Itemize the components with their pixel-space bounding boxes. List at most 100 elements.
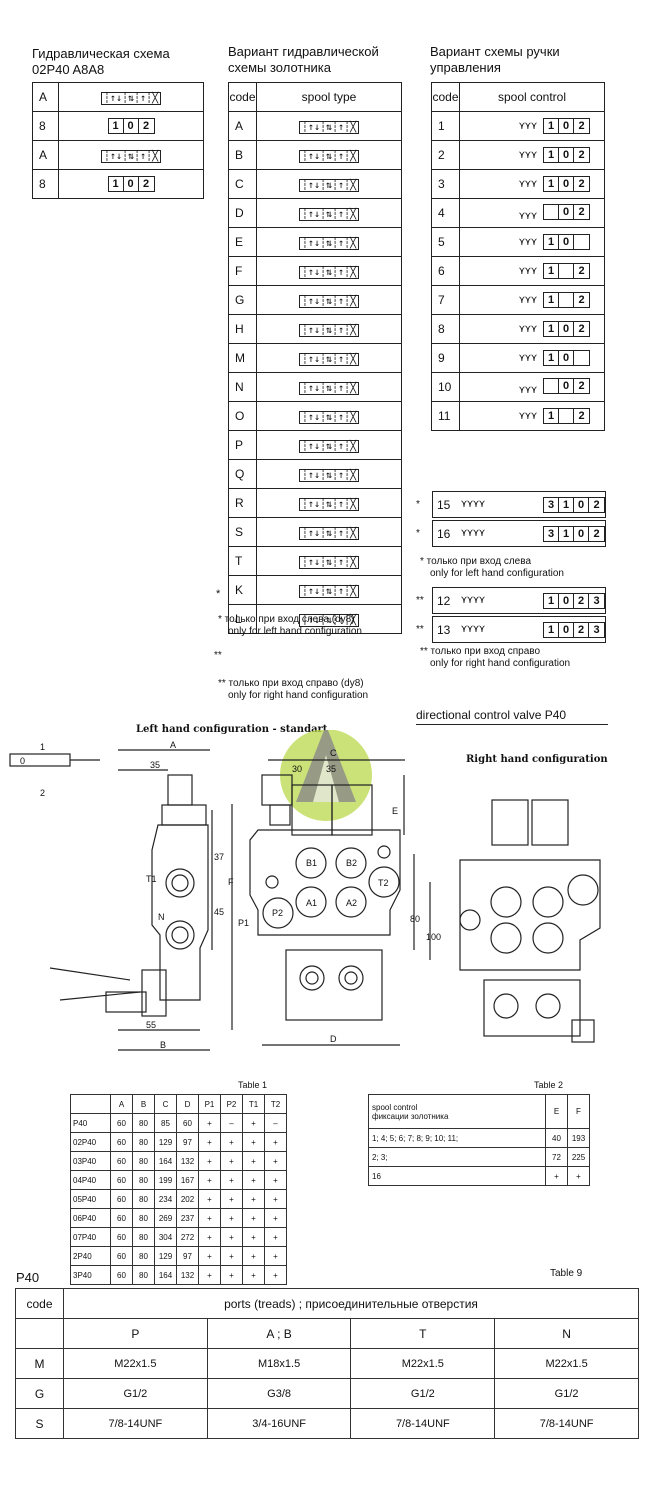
position-digit: 1 bbox=[109, 177, 124, 191]
t1-cell: 60 bbox=[110, 1189, 133, 1209]
t1-cell: + bbox=[198, 1246, 221, 1266]
t1-cell: 80 bbox=[132, 1208, 155, 1228]
left-config-label: Left hand configuration - standart bbox=[136, 724, 328, 735]
dimension-label: 30 bbox=[292, 764, 302, 774]
dimension-label: B1 bbox=[306, 858, 317, 868]
t9-cell: G3/8 bbox=[206, 1378, 352, 1409]
spool-symbol-icon: ┆↑↓┆⇅┆↑┆╳ bbox=[298, 324, 360, 337]
t9-col-header: P bbox=[63, 1318, 208, 1349]
right-config-label: Right hand configuration bbox=[466, 754, 608, 765]
position-digit: 1 bbox=[544, 351, 559, 365]
spool-symbol-cell: ┆↑↓┆⇅┆↑┆╳ bbox=[256, 604, 402, 634]
t1-cell: + bbox=[264, 1208, 287, 1228]
position-digit: 1 bbox=[544, 148, 559, 162]
t9-cell: G1/2 bbox=[350, 1378, 496, 1409]
position-digit: 1 bbox=[109, 119, 124, 133]
position-digit: 1 bbox=[544, 293, 559, 307]
t9-cell: 7/8-14UNF bbox=[494, 1408, 639, 1439]
position-digit: 3 bbox=[593, 594, 600, 607]
left-code: A bbox=[32, 82, 59, 112]
dimension-label: P1 bbox=[238, 918, 249, 928]
spool-type-row: E┆↑↓┆⇅┆↑┆╳ bbox=[228, 227, 402, 257]
t2-col-f: F bbox=[567, 1094, 590, 1129]
spool-type-row: C┆↑↓┆⇅┆↑┆╳ bbox=[228, 169, 402, 199]
t1-cell: + bbox=[264, 1189, 287, 1209]
spool-symbol-icon: ┆↑↓┆⇅┆↑┆╳ bbox=[298, 150, 360, 163]
spool-type-row: D┆↑↓┆⇅┆↑┆╳ bbox=[228, 198, 402, 228]
spool-symbol-icon: ┆↑↓┆⇅┆↑┆╳ bbox=[298, 382, 360, 395]
table-2: spool control фиксации золотника E F 1; … bbox=[368, 1094, 590, 1186]
t1-cell: 07P40 bbox=[70, 1227, 111, 1247]
spool-symbol-icon: ┆↑↓┆⇅┆↑┆╳ bbox=[298, 585, 360, 598]
position-digit: 0 bbox=[574, 526, 589, 541]
spool-code: H bbox=[228, 314, 257, 344]
t1-header: A bbox=[110, 1094, 133, 1114]
t9-ports-header: ports (treads) ; присоединительные отвер… bbox=[63, 1288, 639, 1319]
t1-cell: 60 bbox=[110, 1113, 133, 1133]
spool-code: Q bbox=[228, 459, 257, 489]
spool-code: L bbox=[228, 604, 257, 634]
position-digit: 2 bbox=[578, 323, 585, 335]
t1-cell: + bbox=[198, 1265, 221, 1285]
spool-symbol-cell: ┆↑↓┆⇅┆↑┆╳ bbox=[256, 488, 402, 518]
t1-cell: + bbox=[220, 1227, 243, 1247]
left-symbol-cell: ┆↑↓┆⇅┆↑┆╳ bbox=[58, 82, 204, 112]
dimension-label: 100 bbox=[426, 932, 441, 942]
spool-symbol-icon: ┆↑↓┆⇅┆↑┆╳ bbox=[298, 266, 360, 279]
spool-symbol-icon: ┆↑↓┆⇅┆↑┆╳ bbox=[298, 353, 360, 366]
t1-cell: 164 bbox=[154, 1265, 177, 1285]
position-digit: 2 bbox=[142, 178, 150, 190]
spool-symbol-icon: ┆↑↓┆⇅┆↑┆╳ bbox=[100, 92, 162, 105]
t1-cell: 304 bbox=[154, 1227, 177, 1247]
t9-cell: M22x1.5 bbox=[494, 1348, 639, 1379]
detent-spring-icon: ⋎⋎⋎ bbox=[518, 385, 543, 396]
t1-cell: + bbox=[242, 1227, 265, 1247]
spool-symbol-icon: ┆↑↓┆⇅┆↑┆╳ bbox=[100, 150, 162, 163]
t1-header: P1 bbox=[198, 1094, 221, 1114]
t2-cell: 40 bbox=[545, 1128, 568, 1148]
table2-caption: Table 2 bbox=[534, 1080, 564, 1090]
note-l: ** только при вход справо (dy8) only for… bbox=[218, 678, 369, 701]
l-marker: ** bbox=[214, 650, 222, 661]
t1-cell: P40 bbox=[70, 1113, 111, 1133]
spool-symbol-cell: ┆↑↓┆⇅┆↑┆╳ bbox=[256, 517, 402, 547]
spool-symbol-icon: ┆↑↓┆⇅┆↑┆╳ bbox=[298, 556, 360, 569]
t2-cell: 2; 3; bbox=[368, 1147, 546, 1167]
t1-cell: 60 bbox=[110, 1170, 133, 1190]
control-code: 8 bbox=[431, 314, 460, 344]
spool-type-row: B┆↑↓┆⇅┆↑┆╳ bbox=[228, 140, 402, 170]
dimension-label: A bbox=[170, 740, 176, 750]
t1-cell: 06P40 bbox=[70, 1208, 111, 1228]
t1-cell: + bbox=[220, 1246, 243, 1266]
spool-code-header: code bbox=[228, 82, 257, 112]
t1-cell: 129 bbox=[154, 1246, 177, 1266]
t2-head1: spool control bbox=[372, 1102, 418, 1112]
t1-cell: 04P40 bbox=[70, 1170, 111, 1190]
t9-cell: G bbox=[15, 1378, 64, 1409]
t1-cell: + bbox=[220, 1208, 243, 1228]
t1-header: B bbox=[132, 1094, 155, 1114]
dimension-label: B bbox=[160, 1040, 166, 1050]
t2-row: 16++ bbox=[368, 1166, 590, 1186]
detent-spring-icon: ⋎⋎⋎ bbox=[518, 353, 543, 364]
t1-header: T1 bbox=[242, 1094, 265, 1114]
position-digit: 1 bbox=[544, 409, 559, 423]
